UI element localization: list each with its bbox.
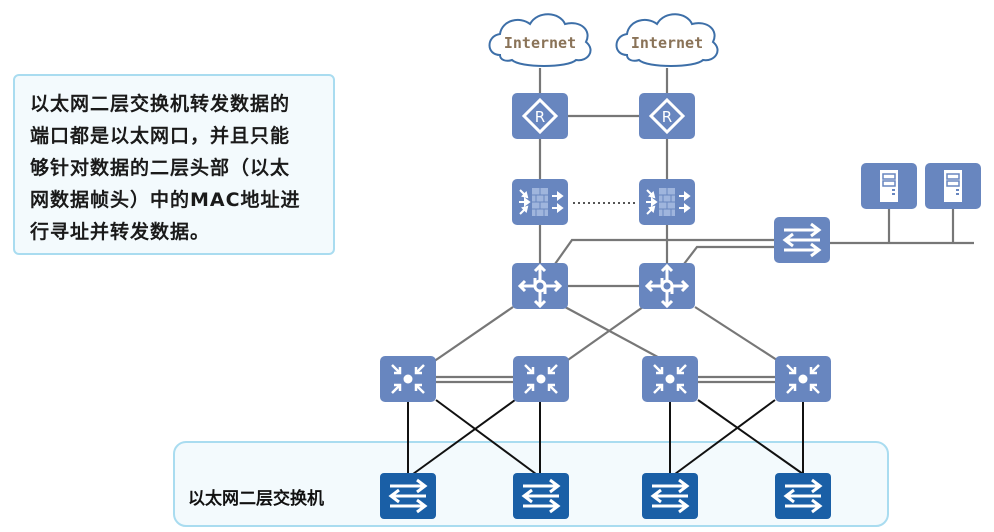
link-core2-server-switch xyxy=(683,245,775,265)
access-links xyxy=(407,399,804,475)
cloud-internet-2: Internet xyxy=(615,13,719,67)
access-switch-2 xyxy=(513,473,569,519)
link-agg2-acc1 xyxy=(412,399,516,475)
cloud-label: Internet xyxy=(631,34,703,52)
core-switch-2 xyxy=(639,263,695,309)
description-text: 以太网二层交换机转发数据的 端口都是以太网口，并且只能 够针对数据的二层头部（以… xyxy=(30,88,330,248)
links xyxy=(432,68,974,384)
switch-icon xyxy=(521,478,561,514)
description-line: 网数据帧头）中的MAC地址进 xyxy=(30,189,301,211)
description-line: 端口都是以太网口，并且只能 xyxy=(30,125,291,147)
link-core1-server-switch xyxy=(554,238,775,265)
server-icon xyxy=(943,169,963,203)
cloud-internet-1: Internet xyxy=(488,13,592,67)
description-line: 够针对数据的二层头部（以太 xyxy=(30,157,291,179)
aggregation-switch-3 xyxy=(642,356,698,402)
access-switch-3 xyxy=(642,473,698,519)
link-core2-agg4 xyxy=(694,306,781,363)
access-layer-label: 以太网二层交换机 xyxy=(188,489,324,509)
cloud-shape xyxy=(615,13,719,67)
switch-icon xyxy=(782,222,822,258)
cloud-label: Internet xyxy=(504,34,576,52)
link-core1-agg1 xyxy=(432,306,514,363)
description-line: 行寻址并转发数据。 xyxy=(30,221,211,243)
description-line: 以太网二层交换机转发数据的 xyxy=(30,93,291,115)
switch-icon xyxy=(388,478,428,514)
router-2 xyxy=(639,93,695,139)
aggregation-switch-2 xyxy=(513,356,569,402)
server-access-switch xyxy=(774,217,830,263)
firewall-2 xyxy=(639,179,695,225)
server-1 xyxy=(861,163,917,209)
firewall-1 xyxy=(512,179,568,225)
link-agg3-acc4 xyxy=(697,399,804,475)
switch-icon xyxy=(783,478,823,514)
aggregation-switch-1 xyxy=(380,356,436,402)
access-switch-1 xyxy=(380,473,436,519)
core-switch-1 xyxy=(512,263,568,309)
server-2 xyxy=(925,163,981,209)
link-core1-agg3 xyxy=(564,306,668,363)
link-agg4-acc3 xyxy=(674,399,776,475)
cloud-shape xyxy=(488,13,592,67)
link-core2-agg2 xyxy=(564,306,644,363)
aggregation-switch-4 xyxy=(775,356,831,402)
access-switch-4 xyxy=(775,473,831,519)
link-agg1-acc2 xyxy=(435,399,537,475)
switch-icon xyxy=(650,478,690,514)
server-icon xyxy=(879,169,899,203)
description-box xyxy=(13,74,335,255)
router-1 xyxy=(512,93,568,139)
